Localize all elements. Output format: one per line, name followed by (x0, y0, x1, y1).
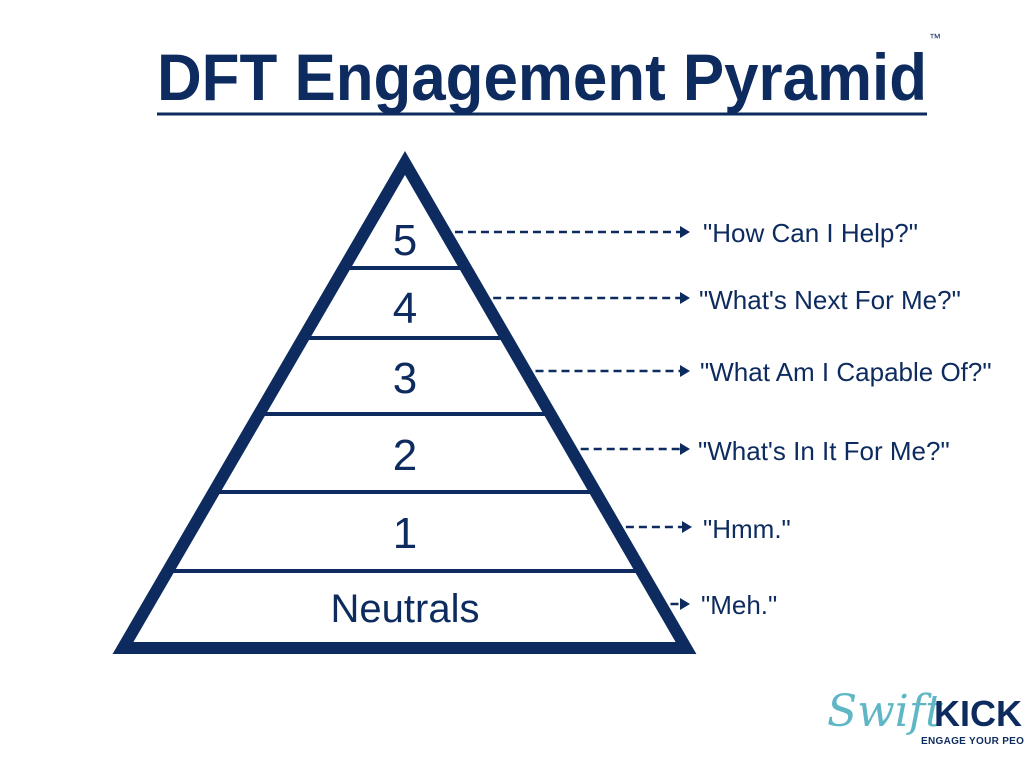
tier-label-neutrals: Neutrals (331, 587, 480, 631)
quote-neutrals: "Meh." (701, 590, 777, 620)
tier-label-4: 4 (393, 284, 417, 333)
dashed-arrows (454, 226, 692, 610)
quote-level-1: "Hmm." (703, 514, 791, 544)
dashed-arrow-2 (493, 292, 690, 304)
quote-level-2: "What's In It For Me?" (698, 436, 950, 466)
arrow-head-icon (680, 292, 690, 304)
logo-swift-text: Swift (827, 686, 943, 737)
arrow-head-icon (680, 365, 690, 377)
arrow-head-icon (680, 226, 690, 238)
logo-kick-text: KICK (934, 693, 1022, 734)
swiftkick-logo: Swift KICK ENGAGE YOUR PEOPLE (827, 686, 1024, 747)
pyramid-outline (112, 151, 697, 654)
quote-level-3: "What Am I Capable Of?" (700, 357, 992, 387)
tier-label-5: 5 (393, 216, 417, 265)
arrow-head-icon (682, 521, 692, 533)
dashed-arrow-1 (454, 226, 690, 238)
dashed-arrow-3 (535, 365, 690, 377)
tier-labels: 5 4 3 2 1 Neutrals (331, 216, 480, 631)
dashed-arrow-4 (580, 443, 690, 455)
arrow-head-icon (680, 443, 690, 455)
tier-label-2: 2 (393, 431, 417, 480)
tier-label-1: 1 (393, 509, 417, 558)
tier-dividers (168, 266, 642, 573)
dashed-arrow-6 (670, 598, 690, 610)
trademark-symbol: ™ (929, 31, 941, 45)
quote-level-4: "What's Next For Me?" (699, 285, 961, 315)
dashed-arrow-5 (625, 521, 692, 533)
arrow-head-icon (680, 598, 690, 610)
page-title: DFT Engagement Pyramid (157, 40, 927, 114)
level-quotes: "How Can I Help?" "What's Next For Me?" … (698, 218, 992, 620)
quote-level-5: "How Can I Help?" (703, 218, 918, 248)
tier-label-3: 3 (393, 354, 417, 403)
logo-tagline: ENGAGE YOUR PEOPLE (921, 736, 1024, 747)
